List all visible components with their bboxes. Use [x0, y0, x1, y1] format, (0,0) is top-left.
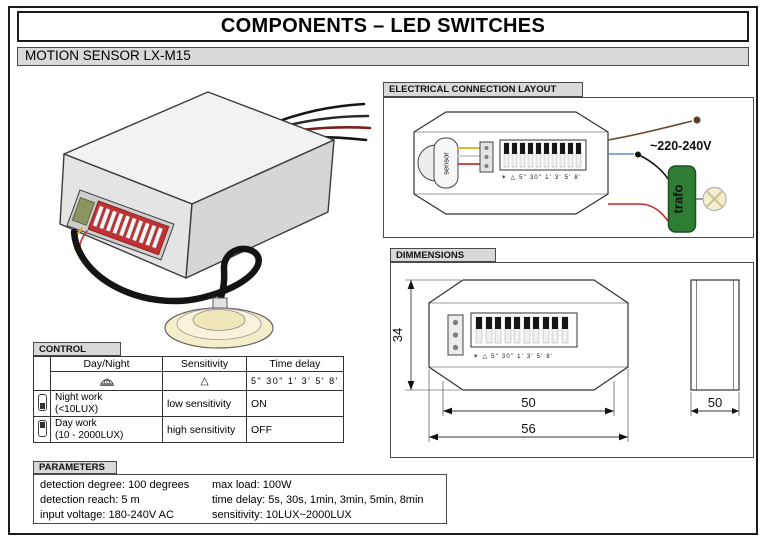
terminal-block: [479, 141, 494, 173]
night-mode-text: Night work: [55, 392, 103, 403]
connector-block: [71, 197, 95, 226]
dimensions-section-header: DIMMENSIONS: [390, 248, 496, 262]
dip-switch-block: [499, 139, 587, 171]
day-sensitivity-cell: high sensitivity: [162, 416, 247, 443]
param-max-load: max load: 100W: [212, 479, 292, 491]
night-sensitivity-cell: low sensitivity: [162, 390, 247, 417]
dim-width50-label: 50: [521, 395, 535, 410]
control-subheader-row: △ 5" 30" 1' 3' 5' 8': [34, 371, 344, 391]
col-time-delay: Time delay: [246, 356, 344, 372]
dim-terminal-block: [447, 314, 464, 356]
page-frame: [8, 6, 758, 535]
sensor-label: sensor: [442, 152, 451, 175]
dip-labels: ☀ △ 5" 30" 1' 3' 5' 8': [501, 174, 581, 181]
wire-black: [637, 153, 669, 180]
sensitivity-symbol: △: [162, 371, 247, 391]
control-table: Day/Night Sensitivity Time delay △ 5" 30…: [33, 356, 344, 443]
dip-switches: [92, 205, 164, 249]
dim-height-34: [405, 279, 461, 391]
wire-brown-end: [693, 116, 701, 124]
electrical-section-header: ELECTRICAL CONNECTION LAYOUT: [383, 82, 583, 97]
param-detection-degree: detection degree: 100 degrees: [40, 479, 190, 491]
dim-width56-label: 56: [521, 421, 535, 436]
day-state-cell: OFF: [246, 416, 344, 443]
control-section-header: CONTROL: [33, 342, 121, 356]
side-view: [690, 279, 740, 391]
voltage-label: ~220-240V: [650, 139, 712, 153]
night-mode-cell: Night work (<10LUX): [50, 390, 163, 417]
dip-panel: [66, 189, 175, 261]
dimensions-diagram: ☀ △ 5" 30" 1' 3' 5' 8' 34 50 56: [390, 279, 740, 442]
page-title: COMPONENTS – LED SWITCHES: [17, 11, 749, 42]
param-time-delay: time delay: 5s, 30s, 1min, 3min, 5min, 8…: [212, 494, 424, 506]
time-delay-values: 5" 30" 1' 3' 5' 8': [246, 371, 344, 391]
page-title-text: COMPONENTS – LED SWITCHES: [220, 15, 546, 37]
table-row-night: Night work (<10LUX) low sensitivity ON: [33, 390, 344, 417]
electrical-header-text: ELECTRICAL CONNECTION LAYOUT: [389, 84, 557, 95]
lamp-icon: [99, 378, 114, 386]
section-subtitle: MOTION SENSOR LX-M15: [17, 47, 749, 66]
sensor-dome: [417, 144, 437, 182]
dim-side50-label: 50: [708, 395, 722, 410]
parameters-section-header: PARAMETERS: [33, 461, 117, 474]
night-switch-icon: [37, 393, 47, 411]
col-day-night: Day/Night: [50, 356, 163, 372]
parameters-header-text: PARAMETERS: [39, 462, 105, 473]
day-range-text: (10 - 2000LUX): [55, 429, 124, 441]
parameters-box: detection degree: 100 degrees max load: …: [33, 474, 447, 524]
box-side-face: [185, 139, 335, 279]
wire-brown: [607, 120, 693, 141]
table-row-day: Day work (10 - 2000LUX) high sensitivity…: [33, 416, 344, 443]
product-isometric-drawing: [59, 91, 372, 349]
dim-dip-labels: ☀ △ 5" 30" 1' 3' 5' 8': [473, 353, 553, 360]
subtitle-text: MOTION SENSOR LX-M15: [25, 48, 191, 63]
day-switch-icon: [37, 419, 47, 437]
control-header-text: CONTROL: [39, 343, 86, 355]
sensor-puck: [164, 297, 274, 349]
dimensions-section-box: ☀ △ 5" 30" 1' 3' 5' 8' 34 50 56: [390, 262, 754, 458]
icon-column-header: [33, 356, 51, 391]
device-box: [59, 91, 335, 279]
day-mode-cell: Day work (10 - 2000LUX): [50, 416, 163, 443]
dim-dip-block: ☀ △ 5" 30" 1' 3' 5' 8': [470, 312, 578, 360]
dim-width-50: [442, 381, 615, 416]
dim-side-50: [690, 392, 740, 416]
dimensions-header-text: DIMMENSIONS: [396, 249, 465, 261]
night-range-text: (<10LUX): [55, 403, 99, 415]
control-header-row: Day/Night Sensitivity Time delay: [33, 356, 344, 391]
lamp-symbol: [702, 186, 727, 212]
electrical-section-box: sensor: [383, 97, 754, 238]
trafo-label: trafo: [671, 184, 686, 213]
wire-red: [608, 203, 669, 222]
night-icon-cell: [33, 390, 51, 417]
param-detection-reach: detection reach: 5 m: [40, 494, 140, 506]
sensor-wires: [457, 147, 481, 165]
sensor-cable: [70, 228, 262, 306]
dim-width-56: [428, 369, 629, 442]
col-sensitivity: Sensitivity: [162, 356, 247, 372]
night-state-cell: ON: [246, 390, 344, 417]
day-mode-text: Day work: [55, 418, 97, 429]
param-input-voltage: input voltage: 180-240V AC: [40, 509, 174, 521]
electrical-diagram: sensor: [413, 111, 727, 233]
sensor-body: [433, 137, 459, 189]
day-icon-cell: [33, 416, 51, 443]
dim-height-label: 34: [391, 328, 405, 342]
param-sensitivity: sensitivity: 10LUX~2000LUX: [212, 509, 352, 521]
day-night-lamp-cell: [50, 371, 163, 391]
